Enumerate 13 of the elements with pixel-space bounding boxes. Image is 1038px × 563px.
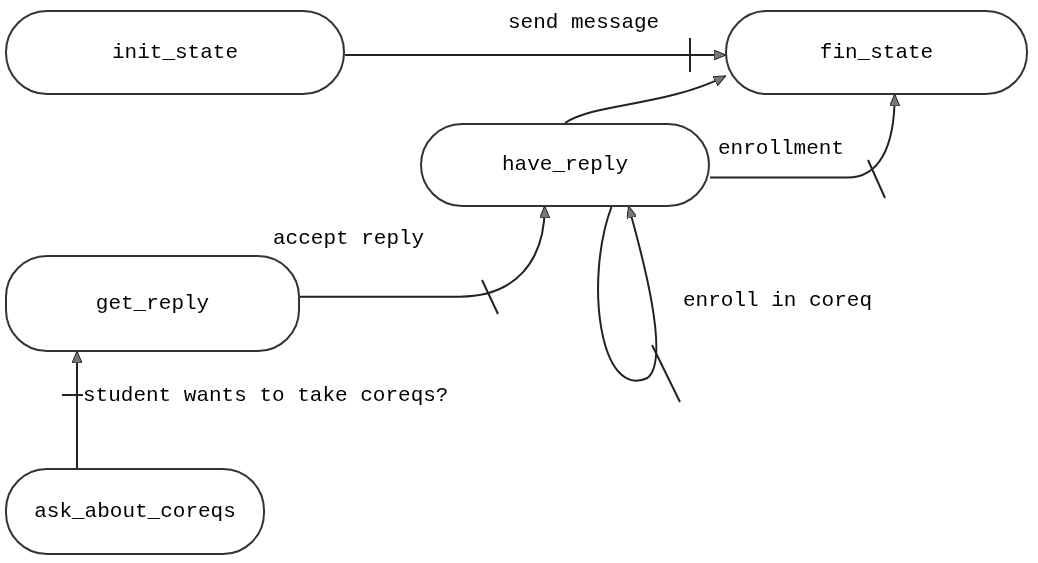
arrow	[299, 205, 550, 298]
state-name: fin_state	[819, 39, 934, 66]
arrow	[71, 350, 83, 469]
state-name: get_reply	[95, 290, 210, 317]
arrow	[597, 205, 658, 382]
state-name: have_reply	[502, 152, 628, 179]
arrow	[344, 49, 727, 61]
state-name: init_state	[112, 39, 238, 66]
state-name: ask_about_coreqs	[34, 498, 236, 525]
arrow	[564, 75, 727, 124]
state-box	[725, 10, 1028, 95]
arrow	[709, 93, 900, 179]
state-box	[5, 255, 300, 352]
